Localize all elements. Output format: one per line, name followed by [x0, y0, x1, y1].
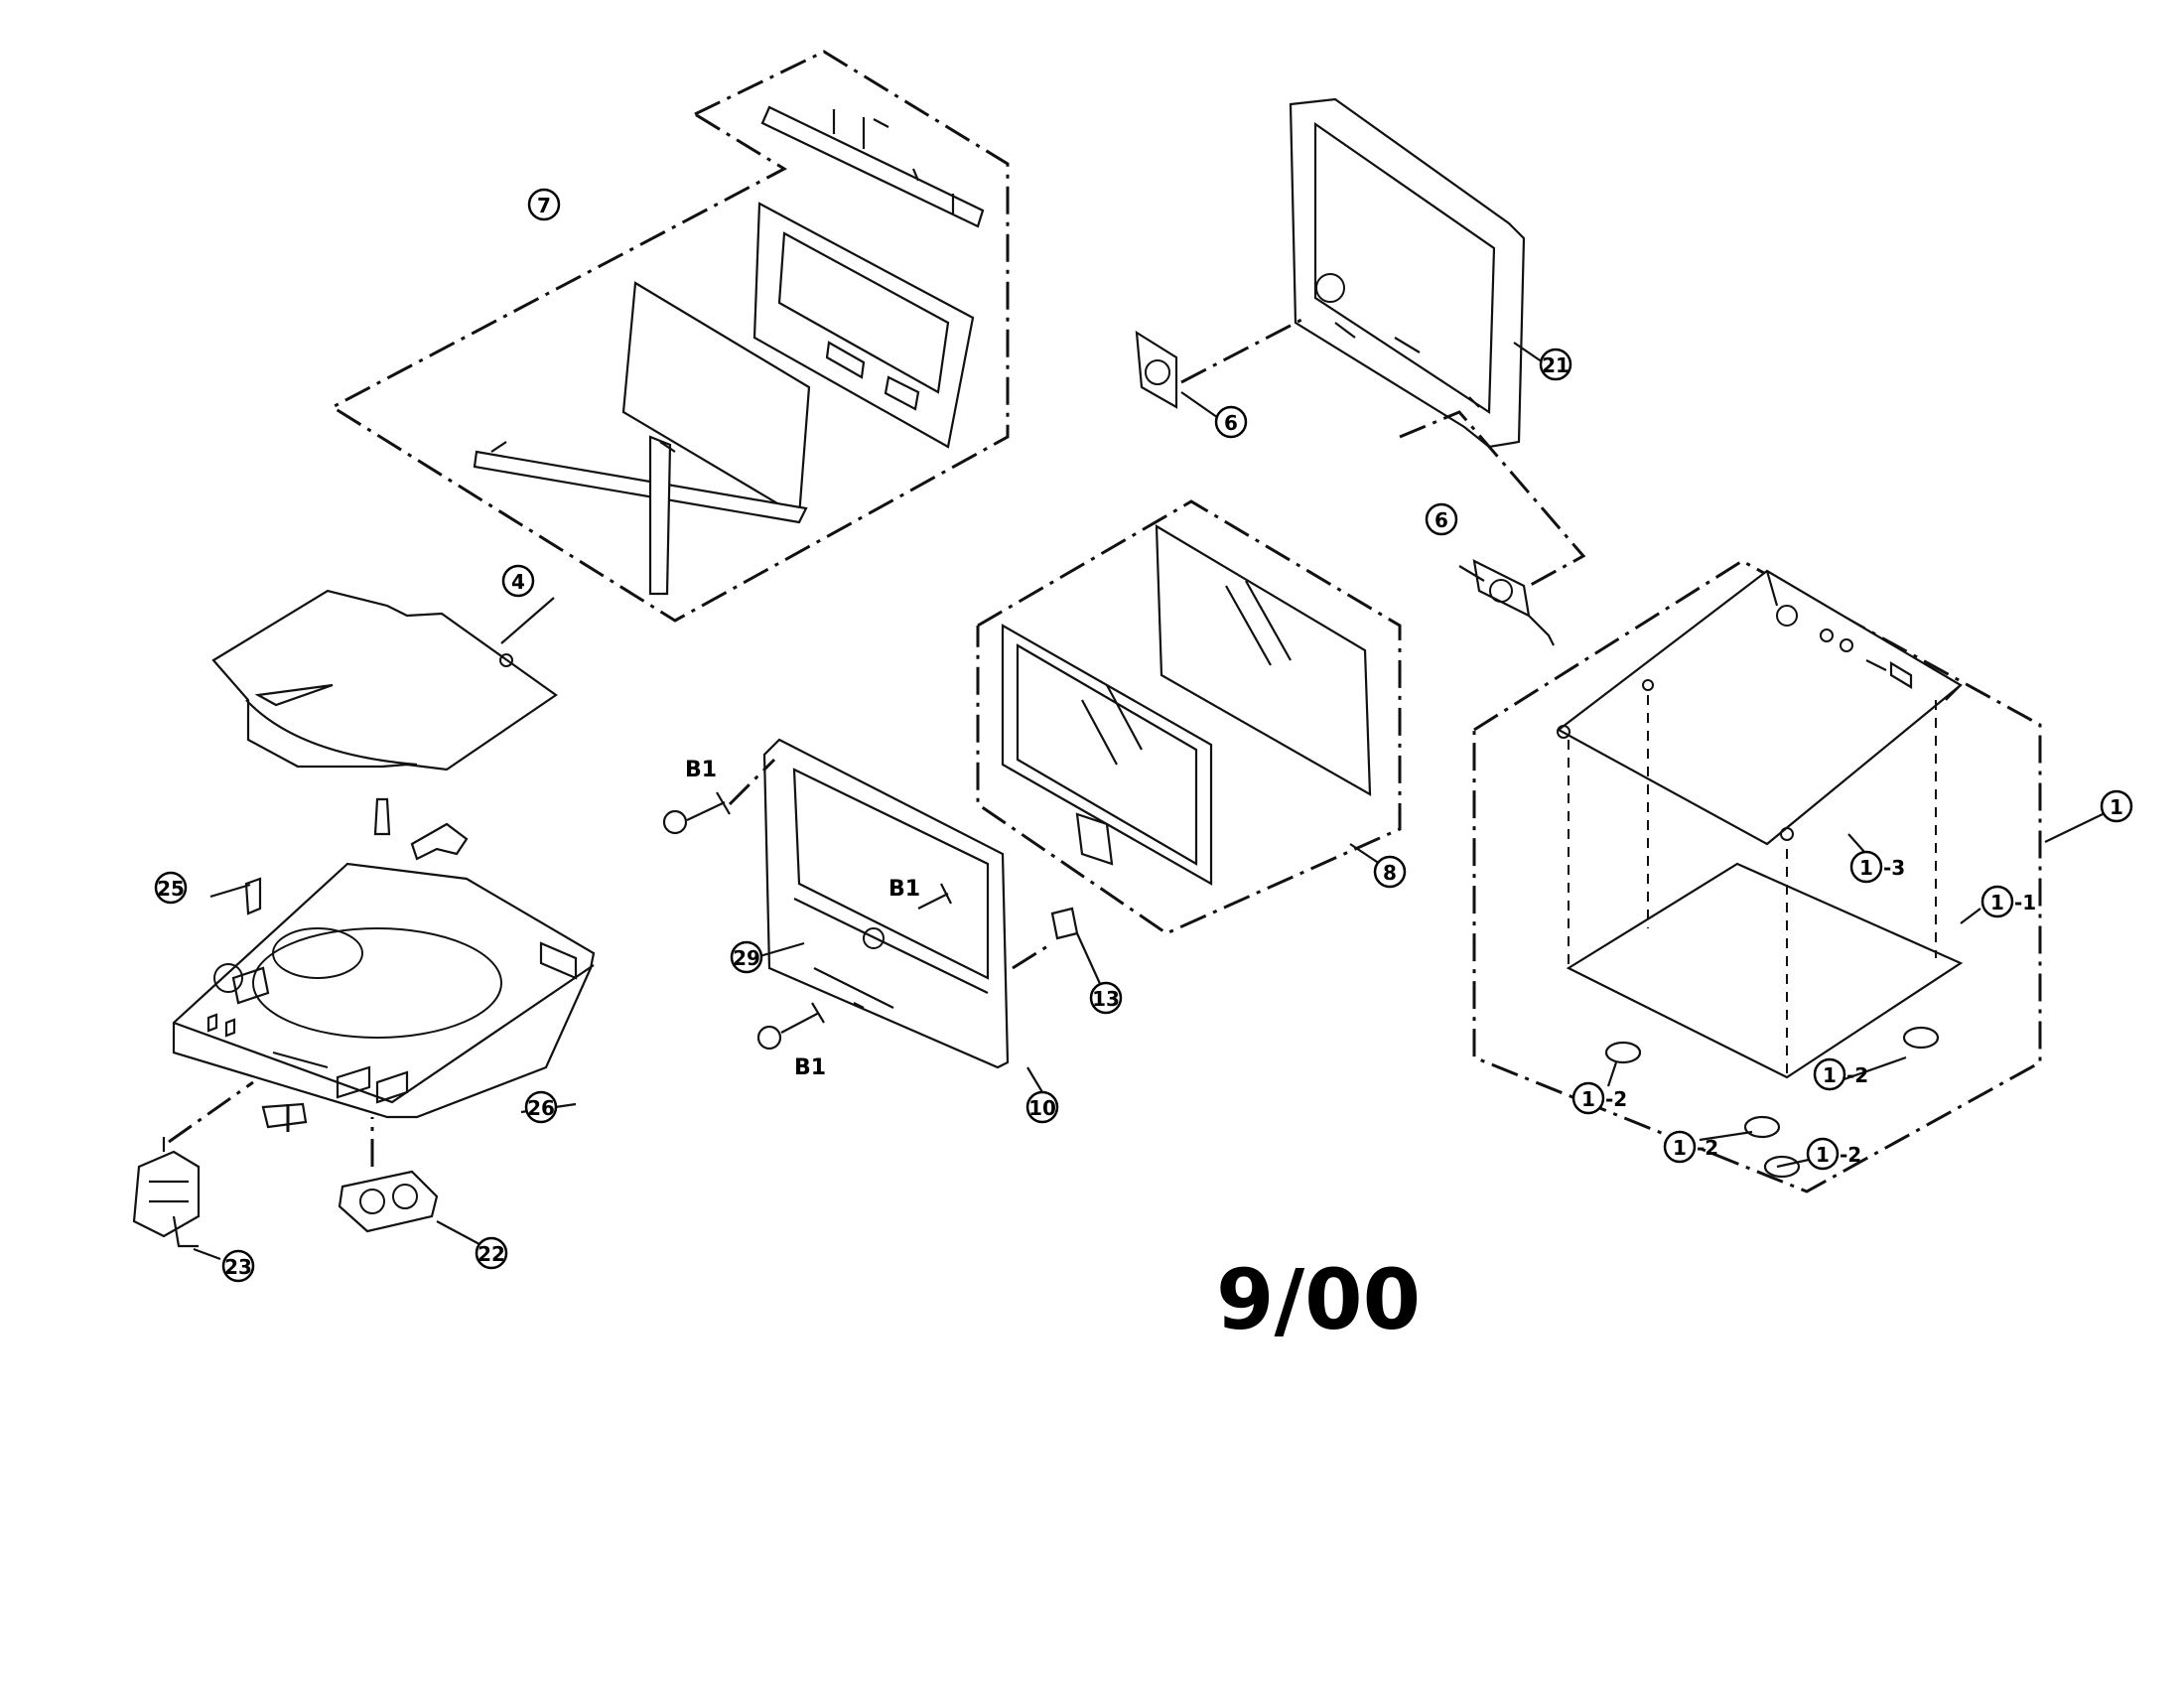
- callout-number: 1: [1990, 891, 2004, 914]
- callout-number: 1: [1859, 856, 1873, 880]
- front-bezel: [762, 738, 1079, 1069]
- callout-circle: [524, 1090, 558, 1124]
- callout-circle: [1813, 1057, 1846, 1091]
- callout-markers: 7 4 25 26 23 22 29 10 13 8 21 6 6 1 1 -3 1 -1 1 -2 1 -2 1 -2 1 -2: [154, 188, 2133, 1283]
- callout-circle: [1806, 1137, 1840, 1171]
- callout-circle: [2100, 789, 2133, 823]
- callout-number: 8: [1383, 861, 1397, 885]
- connector-lines-base: [168, 1080, 374, 1167]
- callout-number: 1: [1823, 1063, 1837, 1087]
- callout-circle: [527, 188, 561, 221]
- callout-c29: 29: [730, 940, 763, 974]
- base-housing: [172, 797, 596, 1119]
- callout-circle: [1980, 885, 2014, 918]
- callout-c22: 22: [475, 1236, 508, 1270]
- callout-circle: [501, 564, 535, 598]
- callout-suffix: -3: [1883, 856, 1905, 880]
- callout-circle: [1089, 981, 1123, 1015]
- speaker-left: [1135, 330, 1178, 409]
- callout-number: 25: [157, 877, 185, 901]
- part-25-switch: [244, 877, 262, 915]
- callout-number: 4: [511, 570, 525, 594]
- callout-c25: 25: [154, 871, 188, 905]
- callout-circle: [730, 940, 763, 974]
- connector-lines-speakers: [1180, 316, 1586, 588]
- callout-c1: 1: [2100, 789, 2133, 823]
- part-23-mechanism: [132, 1137, 201, 1248]
- small-bracket: [261, 1102, 308, 1129]
- callout-c13: 13: [1089, 981, 1123, 1015]
- callout-circle: [1663, 1130, 1697, 1164]
- callout-c1-3: 1 -3: [1849, 850, 1905, 884]
- callout-suffix: -2: [1697, 1136, 1718, 1160]
- callout-c1-1: 1 -1: [1980, 885, 2036, 918]
- callout-circle: [1539, 348, 1572, 381]
- diagram-date: 9/00: [1216, 1251, 1421, 1348]
- callout-circle: [1214, 405, 1248, 439]
- callout-c7: 7: [527, 188, 561, 221]
- callout-number: 10: [1028, 1096, 1056, 1120]
- callout-number: 6: [1224, 411, 1238, 435]
- callout-number: 1: [1673, 1136, 1687, 1160]
- callout-number: 1: [1816, 1143, 1830, 1167]
- glass-panel-assembly: [976, 499, 1402, 935]
- callout-c1-2c: 1 -2: [1813, 1057, 1868, 1091]
- callout-c10: 10: [1025, 1090, 1059, 1124]
- callout-number: 1: [2110, 795, 2123, 819]
- chassis-assembly: [1472, 559, 2042, 1193]
- screws: [662, 791, 952, 1051]
- callout-suffix: -1: [2014, 891, 2036, 914]
- callout-number: 26: [527, 1096, 555, 1120]
- callout-circle: [1849, 850, 1883, 884]
- callout-circle: [1373, 855, 1407, 889]
- callout-c6b: 6: [1425, 502, 1458, 536]
- callout-circle: [154, 871, 188, 905]
- callout-suffix: -2: [1846, 1063, 1868, 1087]
- callout-c1-2b: 1 -2: [1663, 1130, 1718, 1164]
- callout-number: 21: [1542, 353, 1570, 377]
- callout-circle: [1571, 1081, 1605, 1115]
- callout-number: 1: [1581, 1087, 1595, 1111]
- callout-suffix: -2: [1840, 1143, 1861, 1167]
- callout-number: 22: [478, 1242, 505, 1266]
- callout-number: 7: [537, 194, 551, 217]
- disc-cover-plate: [211, 589, 558, 772]
- callout-c1-2a: 1 -2: [1571, 1081, 1627, 1115]
- callout-number: 29: [733, 946, 760, 970]
- screw-label-b1-middle: B1: [888, 877, 920, 902]
- speaker-right: [1472, 559, 1555, 646]
- connector-lines-bezel: [728, 758, 1053, 970]
- callout-circle: [475, 1236, 508, 1270]
- callout-c6a: 6: [1214, 405, 1248, 439]
- callout-number: 13: [1092, 987, 1120, 1011]
- callout-number: 6: [1434, 508, 1448, 532]
- lcd-panel-assembly: [329, 50, 1010, 623]
- callout-c1-2d: 1 -2: [1806, 1137, 1861, 1171]
- callout-c26: 26: [524, 1090, 558, 1124]
- callout-circle: [1425, 502, 1458, 536]
- callout-circle: [1025, 1090, 1059, 1124]
- rear-cabinet: [1289, 97, 1526, 449]
- part-22-button-block: [338, 1170, 439, 1233]
- screw-label-b1-bottom: B1: [794, 1055, 826, 1080]
- callout-c23: 23: [221, 1249, 255, 1283]
- callout-suffix: -2: [1605, 1087, 1627, 1111]
- callout-number: 23: [224, 1255, 252, 1279]
- callout-circle: [221, 1249, 255, 1283]
- callout-c8: 8: [1373, 855, 1407, 889]
- callout-c4: 4: [501, 564, 535, 598]
- callout-c21: 21: [1539, 348, 1572, 381]
- screw-label-b1-top: B1: [685, 758, 717, 782]
